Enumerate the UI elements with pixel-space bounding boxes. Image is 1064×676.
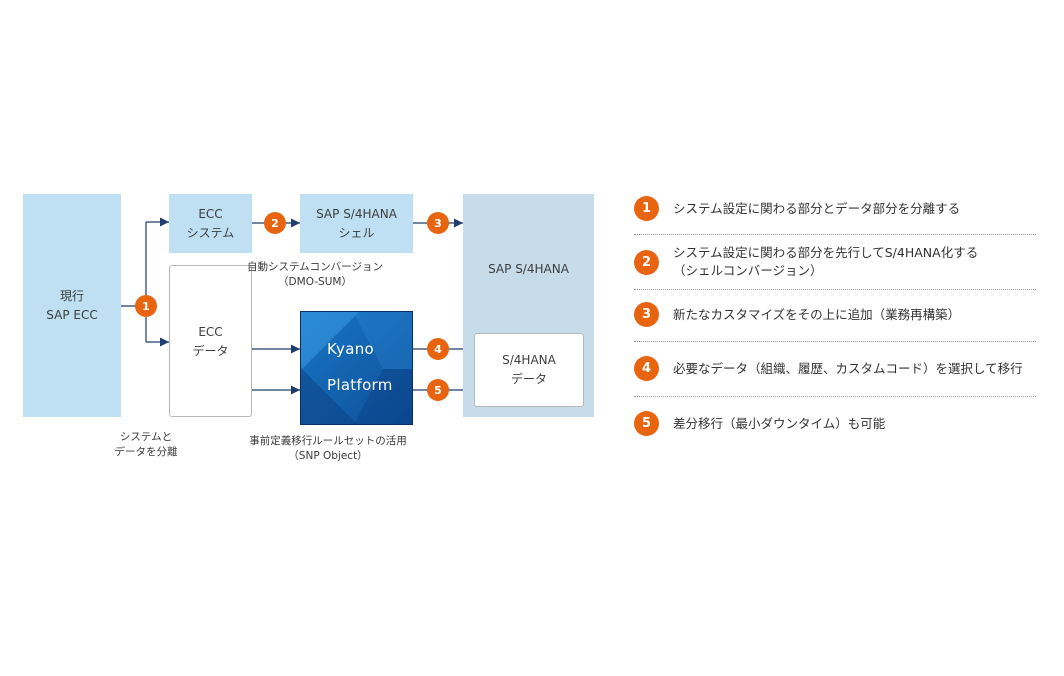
legend-text-2-line1: システム設定に関わる部分を先行してS/4HANA化する bbox=[673, 245, 979, 260]
caption-separate: システムと データを分離 bbox=[96, 430, 196, 460]
legend-text-1: システム設定に関わる部分とデータ部分を分離する bbox=[673, 200, 961, 216]
current-sap-ecc-box: 現行 SAP ECC bbox=[23, 194, 121, 417]
legend-text-2-line2: （シェルコンバージョン） bbox=[673, 263, 823, 278]
legend-badge-4: 4 bbox=[634, 356, 659, 381]
s4hana-shell-line1: SAP S/4HANA bbox=[316, 206, 397, 221]
legend-divider bbox=[634, 341, 1036, 342]
legend-item-1: 1 システム設定に関わる部分とデータ部分を分離する bbox=[634, 196, 1036, 221]
legend-text-3: 新たなカスタマイズをその上に追加（業務再構築） bbox=[673, 306, 961, 322]
badge-4: 4 bbox=[427, 338, 449, 360]
ecc-data-box: ECC データ bbox=[169, 265, 252, 417]
caption-auto-conversion-line1: 自動システムコンバージョン bbox=[247, 261, 383, 273]
badge-3: 3 bbox=[427, 212, 449, 234]
caption-separate-line1: システムと bbox=[119, 431, 173, 443]
kyano-line1: Kyano bbox=[327, 340, 374, 358]
caption-rule-sets-line1: 事前定義移行ルールセットの活用 bbox=[249, 435, 407, 447]
ecc-system-line1: ECC bbox=[198, 206, 223, 221]
legend-divider bbox=[634, 289, 1036, 290]
caption-separate-line2: データを分離 bbox=[114, 446, 178, 458]
s4hana-shell-box: SAP S/4HANA シェル bbox=[300, 194, 413, 253]
legend-divider bbox=[634, 396, 1036, 397]
legend-badge-1: 1 bbox=[634, 196, 659, 221]
legend-divider bbox=[634, 234, 1036, 235]
kyano-logo-shapes bbox=[301, 312, 412, 424]
badge-1: 1 bbox=[135, 295, 157, 317]
caption-rule-sets-line2: （SNP Object） bbox=[288, 450, 368, 462]
s4hana-data-box: S/4HANA データ bbox=[474, 333, 584, 407]
current-sap-ecc-line2: SAP ECC bbox=[46, 307, 98, 322]
legend-badge-5: 5 bbox=[634, 411, 659, 436]
ecc-system-line2: システム bbox=[186, 225, 235, 240]
legend-text-2: システム設定に関わる部分を先行してS/4HANA化する （シェルコンバージョン） bbox=[673, 244, 978, 280]
caption-auto-conversion: 自動システムコンバージョン （DMO-SUM） bbox=[240, 260, 390, 290]
s4hana-panel-title: SAP S/4HANA bbox=[488, 262, 569, 276]
current-sap-ecc-line1: 現行 bbox=[59, 288, 84, 303]
ecc-data-line1: ECC bbox=[198, 325, 223, 339]
ecc-data-line2: データ bbox=[192, 344, 229, 358]
legend-badge-3: 3 bbox=[634, 302, 659, 327]
legend-item-4: 4 必要なデータ（組織、履歴、カスタムコード）を選択して移行 bbox=[634, 356, 1036, 381]
s4hana-data-line2: データ bbox=[510, 372, 547, 386]
badge-2: 2 bbox=[264, 212, 286, 234]
legend-text-5: 差分移行（最小ダウンタイム）も可能 bbox=[673, 415, 886, 431]
kyano-line2: Platform bbox=[327, 376, 393, 394]
legend-item-2: 2 システム設定に関わる部分を先行してS/4HANA化する （シェルコンバージョ… bbox=[634, 243, 1036, 281]
legend-badge-2: 2 bbox=[634, 249, 659, 275]
caption-auto-conversion-line2: （DMO-SUM） bbox=[278, 276, 352, 288]
caption-rule-sets: 事前定義移行ルールセットの活用 （SNP Object） bbox=[228, 434, 428, 464]
legend-item-5: 5 差分移行（最小ダウンタイム）も可能 bbox=[634, 411, 1036, 436]
ecc-system-box: ECC システム bbox=[169, 194, 252, 253]
kyano-platform-box: Kyano Platform bbox=[300, 311, 413, 425]
legend-text-4: 必要なデータ（組織、履歴、カスタムコード）を選択して移行 bbox=[673, 360, 1023, 376]
s4hana-data-line1: S/4HANA bbox=[502, 353, 556, 367]
legend-item-3: 3 新たなカスタマイズをその上に追加（業務再構築） bbox=[634, 302, 1036, 327]
s4hana-shell-line2: シェル bbox=[338, 225, 375, 240]
badge-5: 5 bbox=[427, 379, 449, 401]
